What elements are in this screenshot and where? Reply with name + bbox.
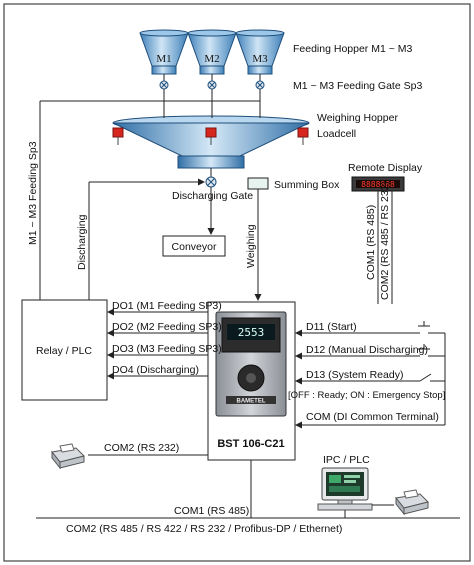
com-di-label: COM (DI Common Terminal) [306, 411, 439, 423]
remote-com2-label: COM2 (RS 485 / RS 232) [379, 181, 391, 300]
discharging-label: Discharging [76, 214, 88, 270]
discharging-gate-icon [205, 176, 217, 188]
feeding-hopper-m2 [187, 29, 237, 75]
feeding-hopper-label: Feeding Hopper M1 ~ M3 [293, 43, 413, 55]
feeding-gate-m2-icon [207, 74, 217, 90]
com2-rs232-label: COM2 (RS 232) [104, 442, 179, 454]
remote-display-label: Remote Display [348, 162, 423, 174]
di3-label: D13 (System Ready) [306, 369, 403, 381]
feeding-hopper-m3 [235, 29, 285, 75]
relay-plc-box [21, 299, 108, 401]
device-brand: BAMETEL [237, 399, 266, 405]
conveyor-label: Conveyor [172, 241, 217, 253]
switch-start-icon [418, 321, 430, 334]
conveyor-box [162, 235, 226, 257]
com1-bus-label: COM1 (RS 485) [174, 505, 249, 517]
remote-com1-label: COM1 (RS 485) [365, 205, 377, 280]
do1-label: DO1 (M1 Feeding SP3) [112, 300, 222, 312]
feeding-hopper-m1 [139, 29, 189, 75]
feeding-gate-m1-icon [159, 74, 169, 90]
com2-bus-label: COM2 (RS 485 / RS 422 / RS 232 / Profibu… [66, 523, 342, 535]
hopper-label-m1: M1 [156, 53, 171, 65]
loadcell-left-icon [112, 127, 124, 145]
hopper-label-m2: M2 [204, 53, 219, 65]
discharging-gate-label: Discharging Gate [172, 190, 253, 202]
remote-display: 8888888 [351, 176, 405, 192]
outer-frame [3, 3, 471, 562]
di3-note: [OFF : Ready; ON : Emergency Stop] [288, 390, 445, 401]
weighing-label: Weighing [245, 224, 257, 268]
summing-box [247, 177, 269, 190]
loadcell-center-icon [205, 127, 217, 145]
di2-label: D12 (Manual Discharging) [306, 344, 428, 356]
printer-right-icon [395, 489, 429, 516]
device-unit: 2553 BAMETEL [215, 311, 287, 417]
switch-manual-discharging-icon [418, 344, 430, 357]
weighing-hopper-label: Weighing Hopper [317, 112, 398, 124]
remote-display-value: 8888888 [361, 180, 395, 189]
do3-label: DO3 (M3 Feeding SP3) [112, 343, 222, 355]
loadcell-label: Loadcell [317, 128, 356, 140]
feeding-gate-label: M1 ~ M3 Feeding Gate Sp3 [293, 80, 422, 92]
feeding-sp3-label: M1 ~ M3 Feeding Sp3 [27, 141, 39, 245]
computer-icon [317, 467, 373, 511]
di1-label: D11 (Start) [306, 321, 357, 333]
feeding-gate-m3-icon [255, 74, 265, 90]
summing-box-label: Summing Box [274, 179, 340, 191]
device-model-label: BST 106-C21 [217, 438, 284, 450]
loadcell-right-icon [297, 127, 309, 145]
switch-system-ready-icon [419, 373, 432, 382]
hopper-label-m3: M3 [252, 53, 268, 65]
do4-label: DO4 (Discharging) [112, 364, 199, 376]
ipc-plc-label: IPC / PLC [323, 454, 370, 466]
do2-label: DO2 (M2 Feeding SP3) [112, 321, 222, 333]
device-screen-value: 2553 [238, 326, 265, 339]
relay-plc-label: Relay / PLC [36, 345, 92, 357]
printer-left-icon [51, 443, 85, 470]
